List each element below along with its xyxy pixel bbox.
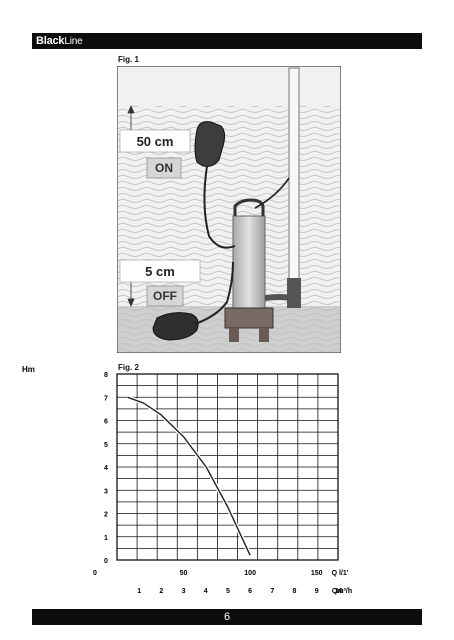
x-unit-q: Q l/1' [332, 570, 349, 577]
x-tick-label-q: 100 [244, 570, 256, 577]
x-tick-label-m3: 4 [204, 588, 208, 595]
x-tick-label-m3: 3 [182, 588, 186, 595]
y-tick-label: 0 [104, 558, 108, 565]
pump-scene [116, 65, 342, 354]
y-tick-label: 4 [104, 465, 108, 472]
brand-logo: BlackLine [36, 34, 83, 49]
on-label: ON [155, 161, 173, 175]
y-tick-label: 6 [104, 419, 108, 426]
performance-curve-halo [127, 395, 252, 557]
fig1-caption: Fig. 1 [118, 55, 139, 64]
y-tick-label: 2 [104, 512, 108, 519]
level-arrow-upper [127, 104, 135, 132]
x-tick-label-m3: 10 [335, 588, 343, 595]
brand-main: Black [36, 35, 65, 47]
float-switch-lower [152, 312, 199, 341]
pump-base [224, 307, 274, 329]
x-tick-label-m3: 9 [315, 588, 319, 595]
header-bar: BlackLine [32, 33, 422, 49]
x-tick-label-q: 50 [180, 570, 188, 577]
on-height-label: 50 cm [136, 134, 174, 149]
x-tick-label-m3: 8 [293, 588, 297, 595]
pump-body [232, 215, 266, 309]
y-axis-label: Hm [22, 365, 35, 374]
x-tick-label-m3: 1 [137, 588, 141, 595]
footer-bar: 6 [32, 609, 422, 625]
pipe-connector [287, 278, 301, 308]
y-tick-label: 5 [104, 442, 108, 449]
page-number: 6 [223, 611, 231, 623]
chart-svg: Hm 0 1 2 3 4 5 6 7 8 0 50 100 150 Q l/1' 1 2 3 4 5 6 7 8 9 10Qm³… [22, 365, 352, 595]
x-tick-label-m3: 2 [159, 588, 163, 595]
y-tick-label: 1 [104, 535, 108, 542]
float-cable-lower [194, 261, 234, 325]
x-tick-label-m3: 5 [226, 588, 230, 595]
x-tick-label-q: 0 [93, 570, 97, 577]
y-tick-label: 3 [104, 488, 108, 495]
brand-sub: Line [64, 36, 83, 47]
float-switch-upper [194, 121, 226, 167]
x-tick-label-m3: 7 [270, 588, 274, 595]
y-tick-label: 7 [104, 395, 108, 402]
off-label: OFF [153, 289, 177, 303]
discharge-pipe [288, 67, 300, 297]
off-height-label: 5 cm [145, 264, 175, 279]
float-cable-upper [203, 165, 236, 249]
x-tick-label-q: 150 [311, 570, 323, 577]
x-unit-m3: Qm³/h [332, 588, 352, 595]
fig2-caption: Fig. 2 [118, 363, 139, 372]
y-tick-label: 8 [104, 372, 108, 379]
performance-curve [127, 396, 251, 556]
x-tick-label-m3: 6 [248, 588, 252, 595]
chart-frame [116, 373, 339, 561]
pump-illustration: 50 cm ON 5 cm OFF [116, 65, 342, 354]
